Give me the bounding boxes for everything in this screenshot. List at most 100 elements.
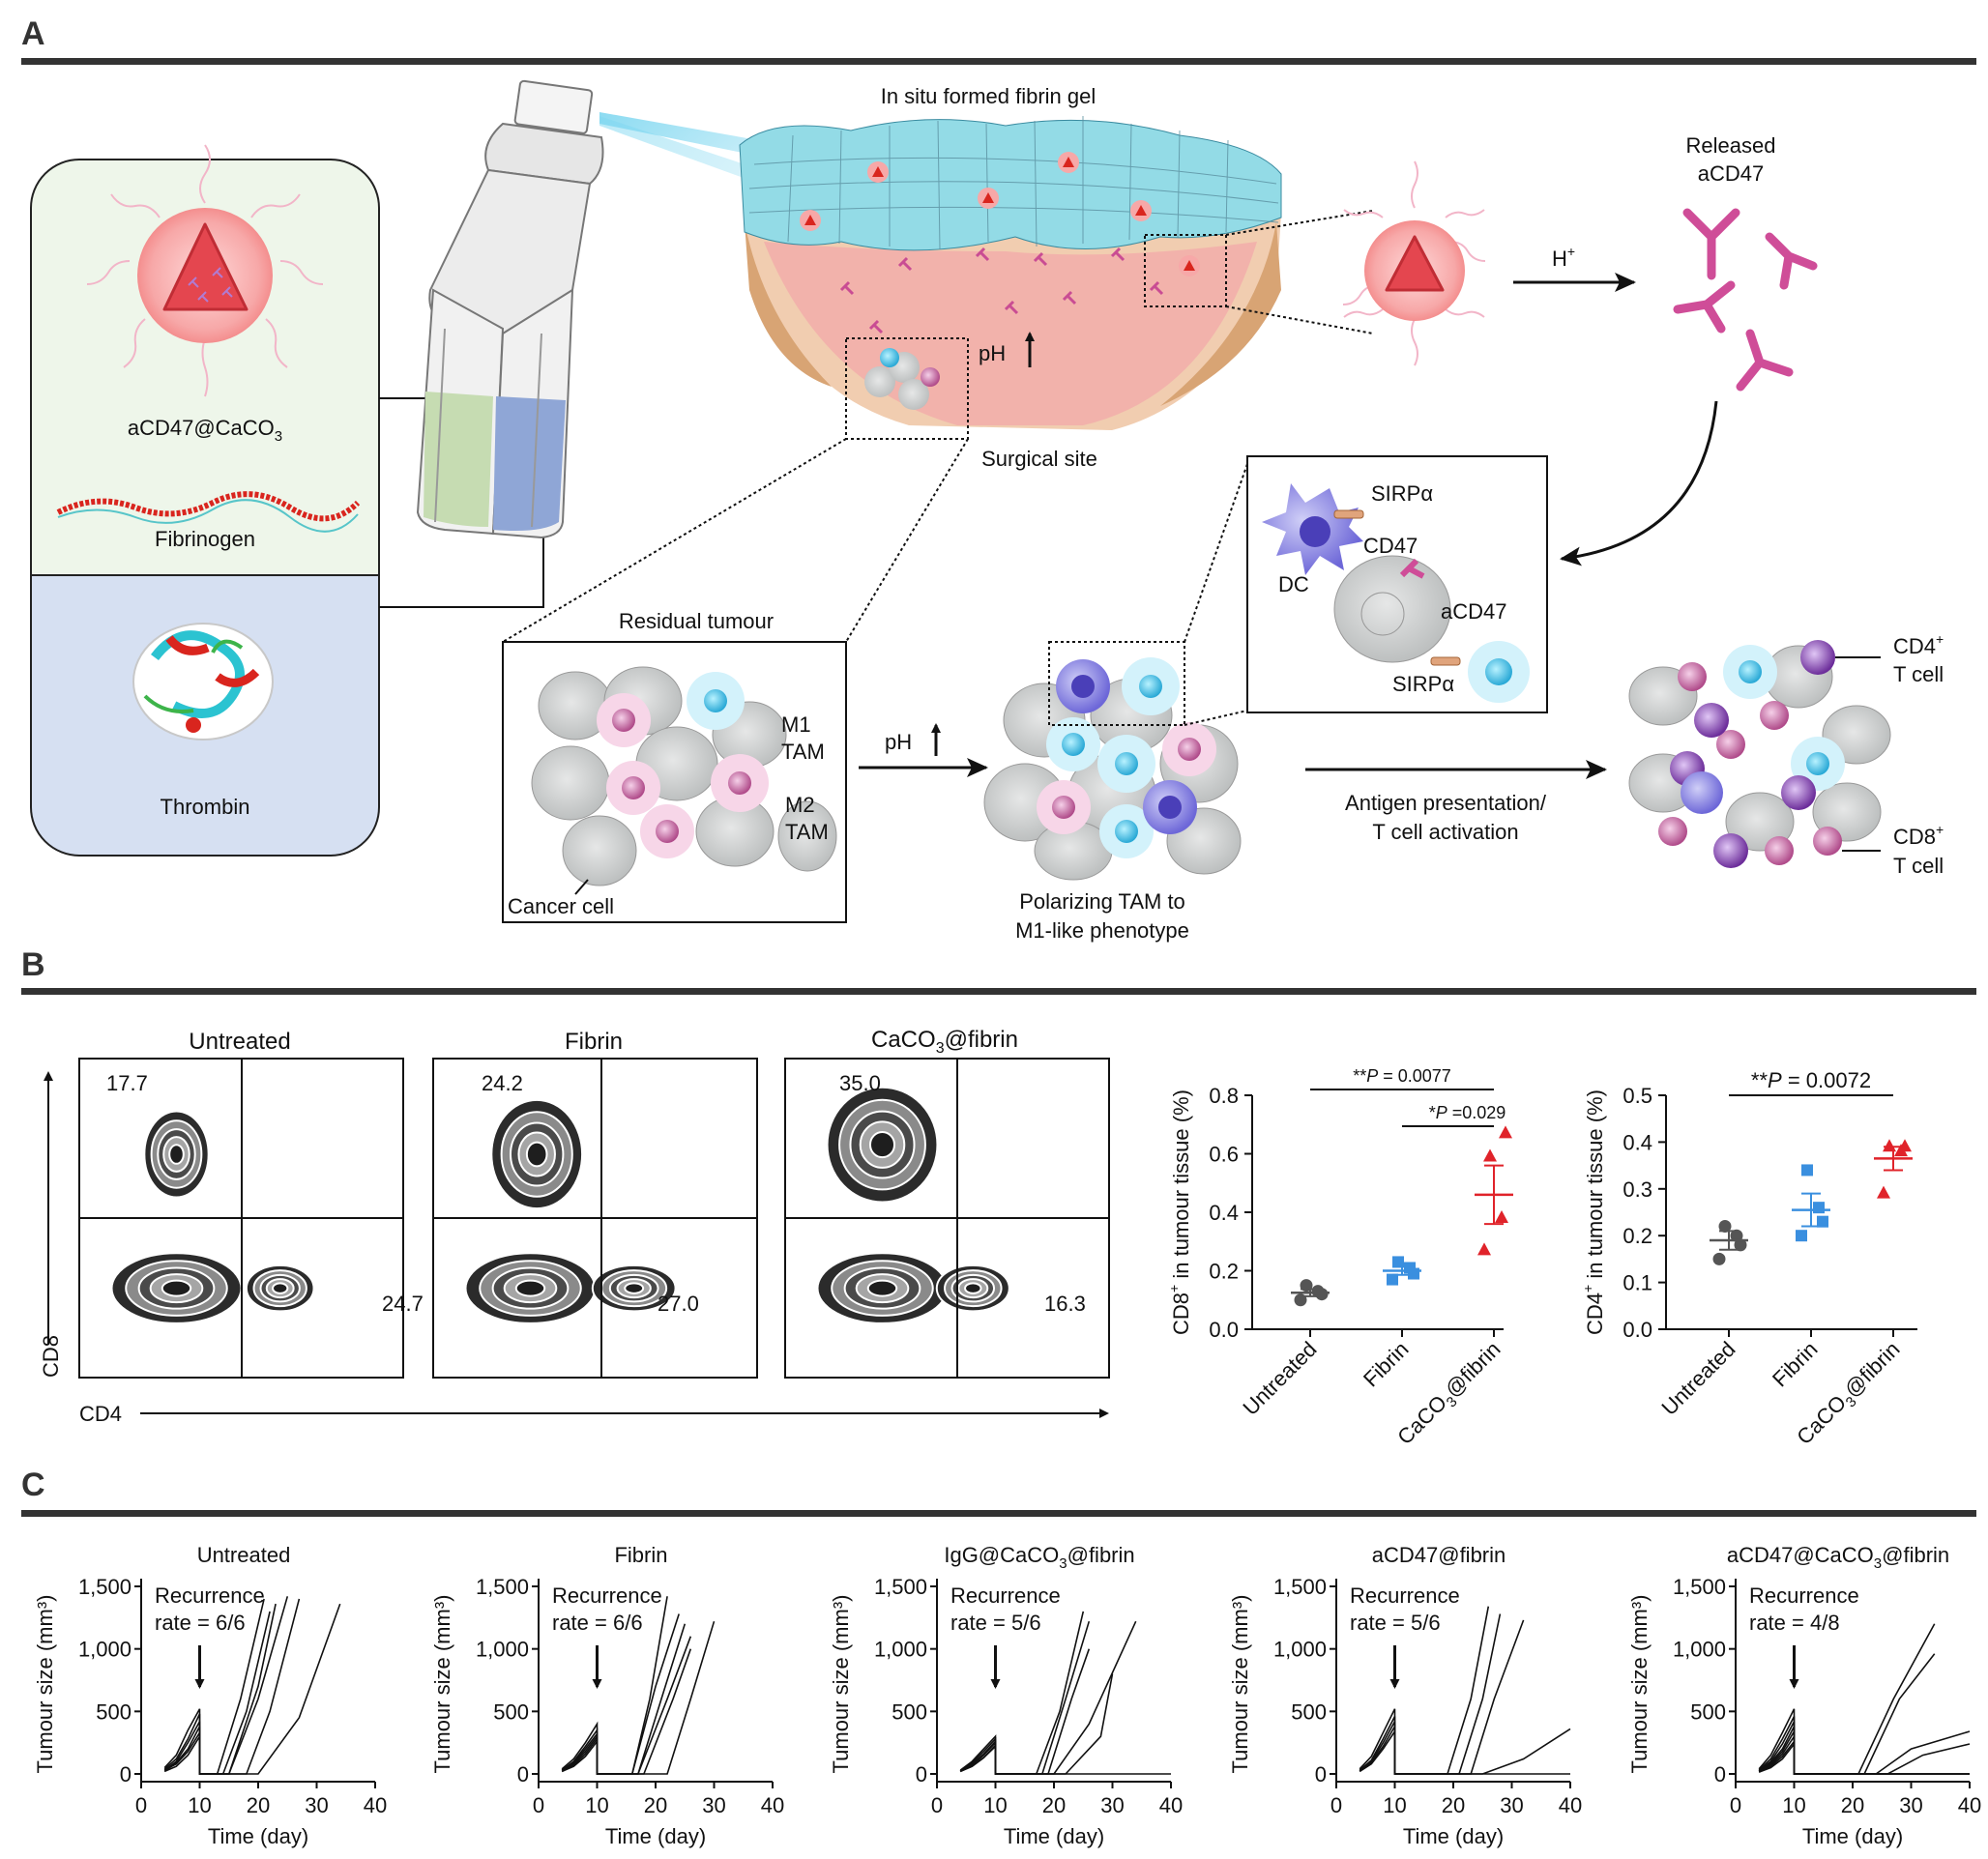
flow-plots [78, 1058, 1110, 1379]
y-tick-label: 500 [96, 1699, 132, 1724]
y-tick-label: 500 [493, 1699, 529, 1724]
data-point [1315, 1288, 1329, 1301]
flow-contour [168, 1144, 185, 1165]
sirpa-bottom-label: SIRPα [1392, 672, 1454, 696]
flow-title-1: Untreated [189, 1029, 290, 1055]
recurrence-label: Recurrence [1350, 1583, 1460, 1608]
significance-label: **P = 0.0077 [1353, 1066, 1451, 1086]
nanoparticle-illustration [86, 144, 324, 397]
growth-curve [1359, 1723, 1571, 1775]
x-tick-label: 30 [702, 1793, 725, 1817]
residual-tumour-title: Residual tumour [619, 609, 774, 633]
data-point [1499, 1125, 1512, 1139]
growth-curve [959, 1744, 1171, 1775]
flow-contour [514, 1279, 546, 1297]
polarizing-label-2: M1-like phenotype [1015, 918, 1189, 943]
growth-curve [1758, 1733, 1970, 1775]
cd4-label-2: T cell [1893, 662, 1944, 686]
data-point [1813, 1202, 1825, 1214]
data-point [1483, 1148, 1497, 1162]
fibrinogen-illustration [56, 491, 361, 533]
dc-label: DC [1278, 572, 1309, 596]
data-point [1801, 1164, 1813, 1176]
y-tick-label: 1,000 [78, 1638, 132, 1662]
growth-curve [1758, 1726, 1971, 1775]
zoom-box-dc [1048, 641, 1185, 726]
x-tick-label: 10 [1782, 1793, 1805, 1817]
flow-q-upper-left-3: 35.0 [839, 1071, 881, 1095]
growth-curve [1758, 1739, 1970, 1775]
x-tick-label: 0 [1730, 1793, 1741, 1817]
growth-curve [1758, 1728, 1970, 1775]
flow-q-upper-left-2: 24.2 [482, 1071, 523, 1095]
flow-xaxis-label: CD4 [79, 1402, 122, 1426]
growth-curve [959, 1611, 1085, 1775]
cd8-label-2: T cell [1893, 854, 1944, 878]
x-tick-label: 30 [1500, 1793, 1523, 1817]
data-point [1477, 1242, 1491, 1256]
x-tick-label: 40 [364, 1793, 387, 1817]
y-tick-label: 1,000 [1273, 1638, 1327, 1662]
x-tick-label: 30 [305, 1793, 328, 1817]
flow-contour [525, 1141, 548, 1168]
flow-plot-1 [78, 1058, 404, 1379]
cd4-label-1: CD4+ [1893, 631, 1944, 658]
data-point [1734, 1238, 1747, 1252]
zoom-lines-gel [1225, 210, 1374, 334]
zoom-lines-tumour [502, 438, 969, 643]
surgical-site-label: Surgical site [981, 447, 1097, 471]
x-tick-label: 20 [247, 1793, 270, 1817]
cancer-cell-label: Cancer cell [508, 894, 614, 918]
plot-title: Untreated [197, 1543, 291, 1567]
growth-curve [163, 1611, 271, 1775]
plot-title: Fibrin [614, 1543, 667, 1567]
plot-title: aCD47@CaCO3@fibrin [1727, 1543, 1949, 1572]
t-cell-cluster [1628, 640, 1891, 868]
data-point [1817, 1215, 1828, 1228]
data-point [1796, 1230, 1807, 1242]
ph-label-wound: pH [979, 341, 1006, 365]
y-tick-label: 0.3 [1623, 1177, 1652, 1202]
flow-contour [866, 1279, 898, 1297]
y-axis-label: Tumour size (mm³) [1627, 1595, 1652, 1774]
cd47-label: CD47 [1363, 534, 1418, 558]
thrombin-illustration [132, 623, 274, 741]
y-tick-label: 1,500 [874, 1575, 927, 1599]
x-tick-label: 20 [1042, 1793, 1066, 1817]
recurrence-rate: rate = 4/8 [1749, 1611, 1840, 1635]
zoom-lines-dc [1184, 463, 1248, 726]
recurrence-label: Recurrence [1749, 1583, 1859, 1608]
x-tick-label: Fibrin [1359, 1337, 1414, 1392]
x-axis-label: Time (day) [208, 1824, 308, 1848]
residual-cells-cluster [864, 348, 940, 410]
x-tick-label: 10 [585, 1793, 608, 1817]
flow-title-2: Fibrin [565, 1029, 623, 1055]
polarizing-cluster [983, 657, 1242, 881]
x-tick-label: 0 [533, 1793, 544, 1817]
flow-yaxis-label: CD8 [39, 1335, 63, 1378]
nanoparticle-label: aCD47@CaCO3 [128, 416, 282, 445]
x-axis-label: Time (day) [1802, 1824, 1903, 1848]
y-tick-label: 500 [892, 1699, 927, 1724]
x-tick-label: 40 [1159, 1793, 1183, 1817]
flow-plot-2 [432, 1058, 758, 1379]
y-tick-label: 1,500 [1273, 1575, 1327, 1599]
y-tick-label: 1,000 [874, 1638, 927, 1662]
x-tick-label: 40 [761, 1793, 784, 1817]
y-tick-label: 500 [1291, 1699, 1327, 1724]
recurrence-rate: rate = 5/6 [950, 1611, 1041, 1635]
flow-q-lower-right-2: 27.0 [658, 1292, 699, 1316]
recurrence-rate: rate = 6/6 [552, 1611, 643, 1635]
panel-b-divider [21, 988, 1976, 995]
x-axis-label: Time (day) [1004, 1824, 1104, 1848]
x-tick-label: Untreated [1657, 1337, 1740, 1420]
y-tick-label: 0 [916, 1762, 927, 1786]
x-axis-label: Time (day) [605, 1824, 706, 1848]
y-tick-label: 0.2 [1623, 1224, 1652, 1248]
recurrence-rate: rate = 5/6 [1350, 1611, 1441, 1635]
m2-tam-label-1: M2 [785, 793, 815, 817]
antigen-label-2: T cell activation [1372, 820, 1518, 844]
